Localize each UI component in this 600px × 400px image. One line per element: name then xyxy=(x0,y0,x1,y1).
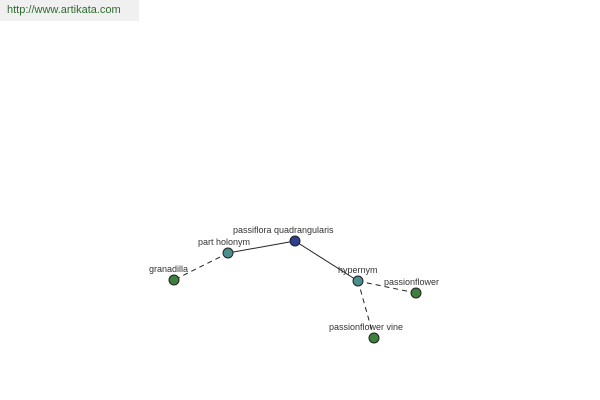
labels-layer: passiflora quadrangularis part holonym hyp… xyxy=(149,225,439,332)
node-label-granadilla[interactable]: granadilla xyxy=(149,264,188,274)
node-label-part-holonym[interactable]: part holonym xyxy=(198,237,250,247)
edge-center-to-hypernym xyxy=(294,240,359,282)
node-hypernym[interactable] xyxy=(352,275,364,287)
node-granadilla[interactable] xyxy=(168,274,180,286)
node-passionflower[interactable] xyxy=(410,287,422,299)
node-center[interactable] xyxy=(289,235,301,247)
node-passionflower-vine[interactable] xyxy=(368,332,380,344)
url-banner[interactable]: http://www.artikata.com xyxy=(0,0,139,21)
node-label-center[interactable]: passiflora quadrangularis xyxy=(233,225,334,235)
node-label-passionflower-vine[interactable]: passionflower vine xyxy=(329,322,403,332)
edges-layer xyxy=(173,240,417,339)
node-part-holonym[interactable] xyxy=(222,247,234,259)
edge-part-holonym-to-granadilla xyxy=(173,252,229,281)
edge-hypernym-to-passionflower-vine xyxy=(357,280,375,339)
node-label-hypernym[interactable]: hypernym xyxy=(338,265,378,275)
edge-center-to-part-holonym xyxy=(227,240,296,254)
node-label-passionflower[interactable]: passionflower xyxy=(384,277,439,287)
site-url-link[interactable]: http://www.artikata.com xyxy=(7,4,121,16)
nodes-layer xyxy=(168,235,422,344)
edge-hypernym-to-passionflower xyxy=(357,280,417,294)
